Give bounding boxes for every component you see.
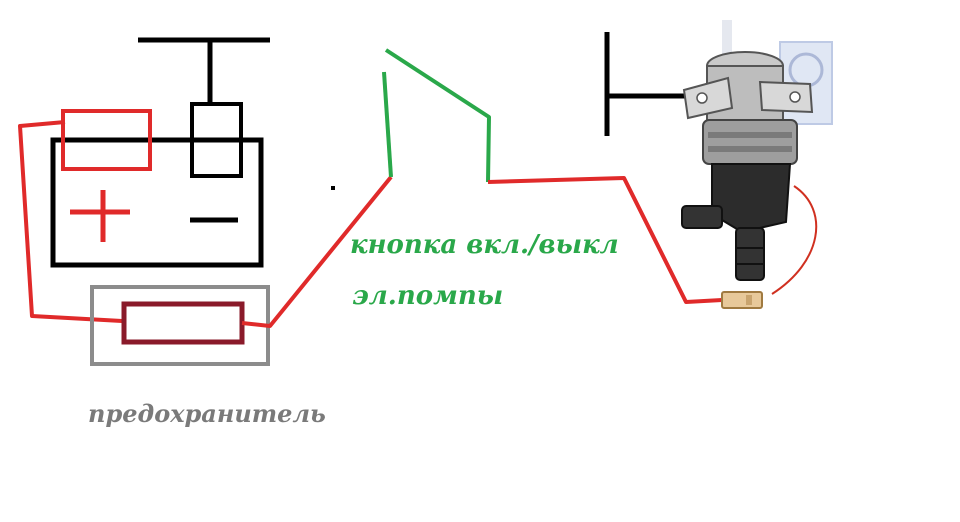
switch-label-line1: кнопка вкл./выкл [350, 230, 619, 260]
battery-positive-terminal [61, 109, 152, 171]
stray-dot [331, 186, 335, 190]
electric-pump-icon [681, 51, 818, 309]
battery-negative-terminal [190, 102, 243, 178]
switch-wire-blade [384, 48, 491, 183]
switch-wire [382, 71, 393, 178]
power-wire-switch-to-pump [487, 176, 723, 304]
switch-label-line2: эл.помпы [352, 281, 504, 311]
fuse-label: предохранитель [88, 399, 326, 428]
ground-symbol-pump [604, 32, 700, 136]
power-wire-battery-to-fuse [18, 120, 123, 323]
battery-body [50, 137, 264, 268]
ground-symbol-battery [138, 37, 270, 104]
fuse-body [121, 301, 245, 345]
battery-plus-sign [70, 190, 130, 242]
power-wire-fuse-to-switch [241, 175, 393, 328]
battery-negative-text: − [0, 0, 1, 1]
